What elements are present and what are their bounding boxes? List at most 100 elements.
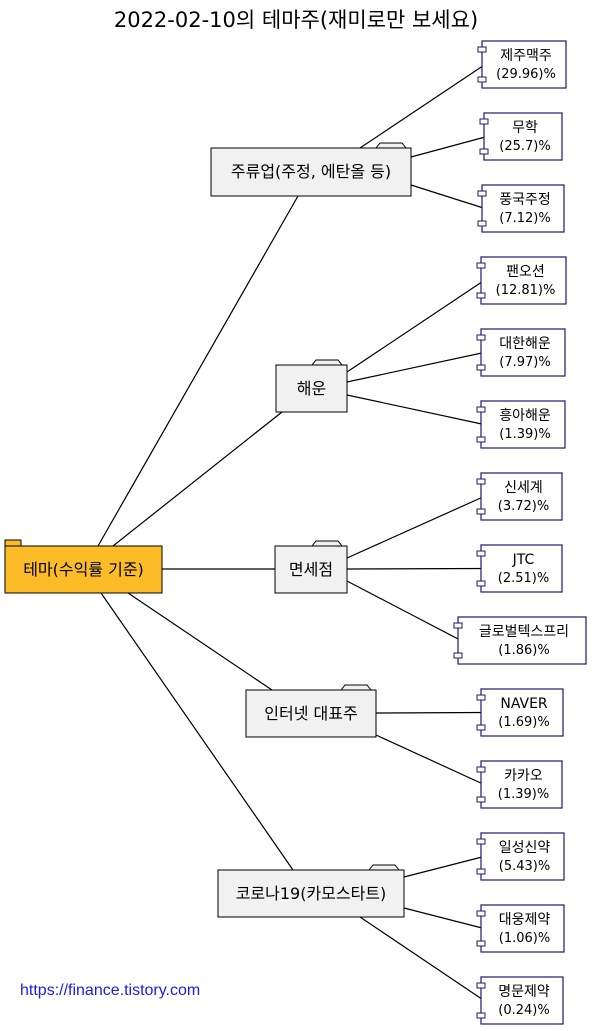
stock-name: 카카오 <box>504 768 543 784</box>
stock-return: (1.06)% <box>499 931 550 946</box>
theme-node[interactable]: 면세점 <box>274 540 348 594</box>
stock-name: 명문제약 <box>498 984 550 1000</box>
stock-return: (0.24)% <box>498 1003 549 1018</box>
theme-node-label: 면세점 <box>289 560 333 579</box>
port-icon <box>476 796 486 803</box>
theme-stock-edge <box>410 135 488 158</box>
stock-return: (7.97)% <box>499 355 550 370</box>
stock-node[interactable]: 대한해운 (7.97)% <box>476 328 566 377</box>
stock-name: 대웅제약 <box>499 912 551 928</box>
theme-stock-edge <box>375 711 485 714</box>
stock-name: 풍국주정 <box>499 192 551 208</box>
stock-return: (29.96)% <box>496 67 556 82</box>
port-icon <box>453 652 463 659</box>
port-icon <box>479 148 489 155</box>
stock-return: (25.7)% <box>499 139 550 154</box>
stock-node[interactable]: JTC (2.51)% <box>476 544 563 593</box>
port-icon <box>476 766 486 773</box>
port-icon <box>477 46 487 53</box>
theme-stock-edge <box>403 855 485 878</box>
port-icon <box>479 118 489 125</box>
stock-return: (1.86)% <box>498 643 549 658</box>
theme-node-label: 인터넷 대표주 <box>264 704 357 723</box>
stock-return: (2.51)% <box>498 571 549 586</box>
port-icon <box>477 76 487 83</box>
source-link[interactable]: https://finance.tistory.com <box>20 982 201 999</box>
root-theme-edge <box>127 592 273 691</box>
stock-node[interactable]: 흥아해운 (1.39)% <box>476 400 566 449</box>
port-icon <box>476 838 486 845</box>
theme-node-label: 코로나19(카모스타트) <box>236 884 387 903</box>
stock-return: (3.72)% <box>498 499 549 514</box>
port-icon <box>476 910 486 917</box>
theme-stock-edge <box>346 394 485 426</box>
stock-node[interactable]: 팬오션 (12.81)% <box>476 256 567 305</box>
stock-return: (5.43)% <box>499 859 550 874</box>
port-icon <box>476 364 486 371</box>
stock-return: (1.39)% <box>498 787 549 802</box>
theme-stock-edge <box>346 495 485 559</box>
stock-node[interactable]: 글로벌텍스프리 (1.86)% <box>453 616 587 665</box>
port-icon <box>477 190 487 197</box>
port-icon <box>476 478 486 485</box>
stock-node[interactable]: 무학 (25.7)% <box>479 112 563 161</box>
port-icon <box>476 982 486 989</box>
stock-name: 대한해운 <box>499 336 551 352</box>
stock-node[interactable]: 대웅제약 (1.06)% <box>476 904 565 953</box>
stock-name: JTC <box>512 552 535 568</box>
theme-node-label: 주류업(주정, 에탄올 등) <box>231 162 391 181</box>
theme-stock-edge <box>346 567 485 570</box>
stock-node[interactable]: 풍국주정 (7.12)% <box>477 184 565 233</box>
stock-return: (1.39)% <box>499 427 550 442</box>
theme-node[interactable]: 해운 <box>275 359 348 413</box>
stock-node[interactable]: NAVER (1.69)% <box>476 688 564 737</box>
stock-return: (12.81)% <box>496 283 556 298</box>
port-icon <box>476 436 486 443</box>
theme-stock-edge <box>410 184 486 210</box>
stock-node[interactable]: 명문제약 (0.24)% <box>476 976 564 1025</box>
theme-stock-edge <box>346 580 462 642</box>
theme-stock-edge <box>403 907 485 930</box>
port-icon <box>476 940 486 947</box>
stock-node[interactable]: 신세계 (3.72)% <box>476 472 563 521</box>
stock-name: 신세계 <box>504 480 543 496</box>
root-theme-edge <box>100 592 294 871</box>
stock-name: 일성신약 <box>499 840 551 856</box>
theme-node[interactable]: 주류업(주정, 에탄올 등) <box>210 142 412 197</box>
root-theme-edge <box>112 411 283 547</box>
diagram-title: 2022-02-10의 테마주(재미로만 보세요) <box>113 8 479 32</box>
port-icon <box>453 622 463 629</box>
stock-name: 제주맥주 <box>500 48 552 64</box>
port-icon <box>476 580 486 587</box>
root-node-label: 테마(수익률 기준) <box>23 560 144 579</box>
theme-node[interactable]: 인터넷 대표주 <box>245 684 377 738</box>
stock-name: 무학 <box>512 120 538 136</box>
port-icon <box>476 292 486 299</box>
port-icon <box>476 724 486 731</box>
stock-node[interactable]: 카카오 (1.39)% <box>476 760 563 809</box>
stock-name: 흥아해운 <box>499 408 551 424</box>
stock-return: (1.69)% <box>498 715 549 730</box>
stock-name: NAVER <box>500 696 548 712</box>
theme-stock-edge <box>375 734 485 786</box>
root-node[interactable]: 테마(수익률 기준) <box>4 539 163 594</box>
port-icon <box>476 1012 486 1019</box>
theme-stock-edge <box>346 351 485 383</box>
stock-name: 글로벌텍스프리 <box>479 624 569 640</box>
theme-stock-edge <box>359 916 485 1001</box>
stock-node[interactable]: 제주맥주 (29.96)% <box>477 40 567 89</box>
stock-return: (7.12)% <box>499 211 550 226</box>
port-icon <box>476 550 486 557</box>
port-icon <box>476 868 486 875</box>
port-icon <box>476 334 486 341</box>
theme-node-label: 해운 <box>297 379 326 398</box>
theme-node[interactable]: 코로나19(카모스타트) <box>217 864 405 918</box>
theme-stock-edge <box>346 280 485 373</box>
port-icon <box>476 694 486 701</box>
port-icon <box>476 406 486 413</box>
stock-name: 팬오션 <box>506 264 545 280</box>
root-theme-edge <box>97 195 299 547</box>
stock-node[interactable]: 일성신약 (5.43)% <box>476 832 565 881</box>
theme-stock-edge <box>359 64 486 149</box>
